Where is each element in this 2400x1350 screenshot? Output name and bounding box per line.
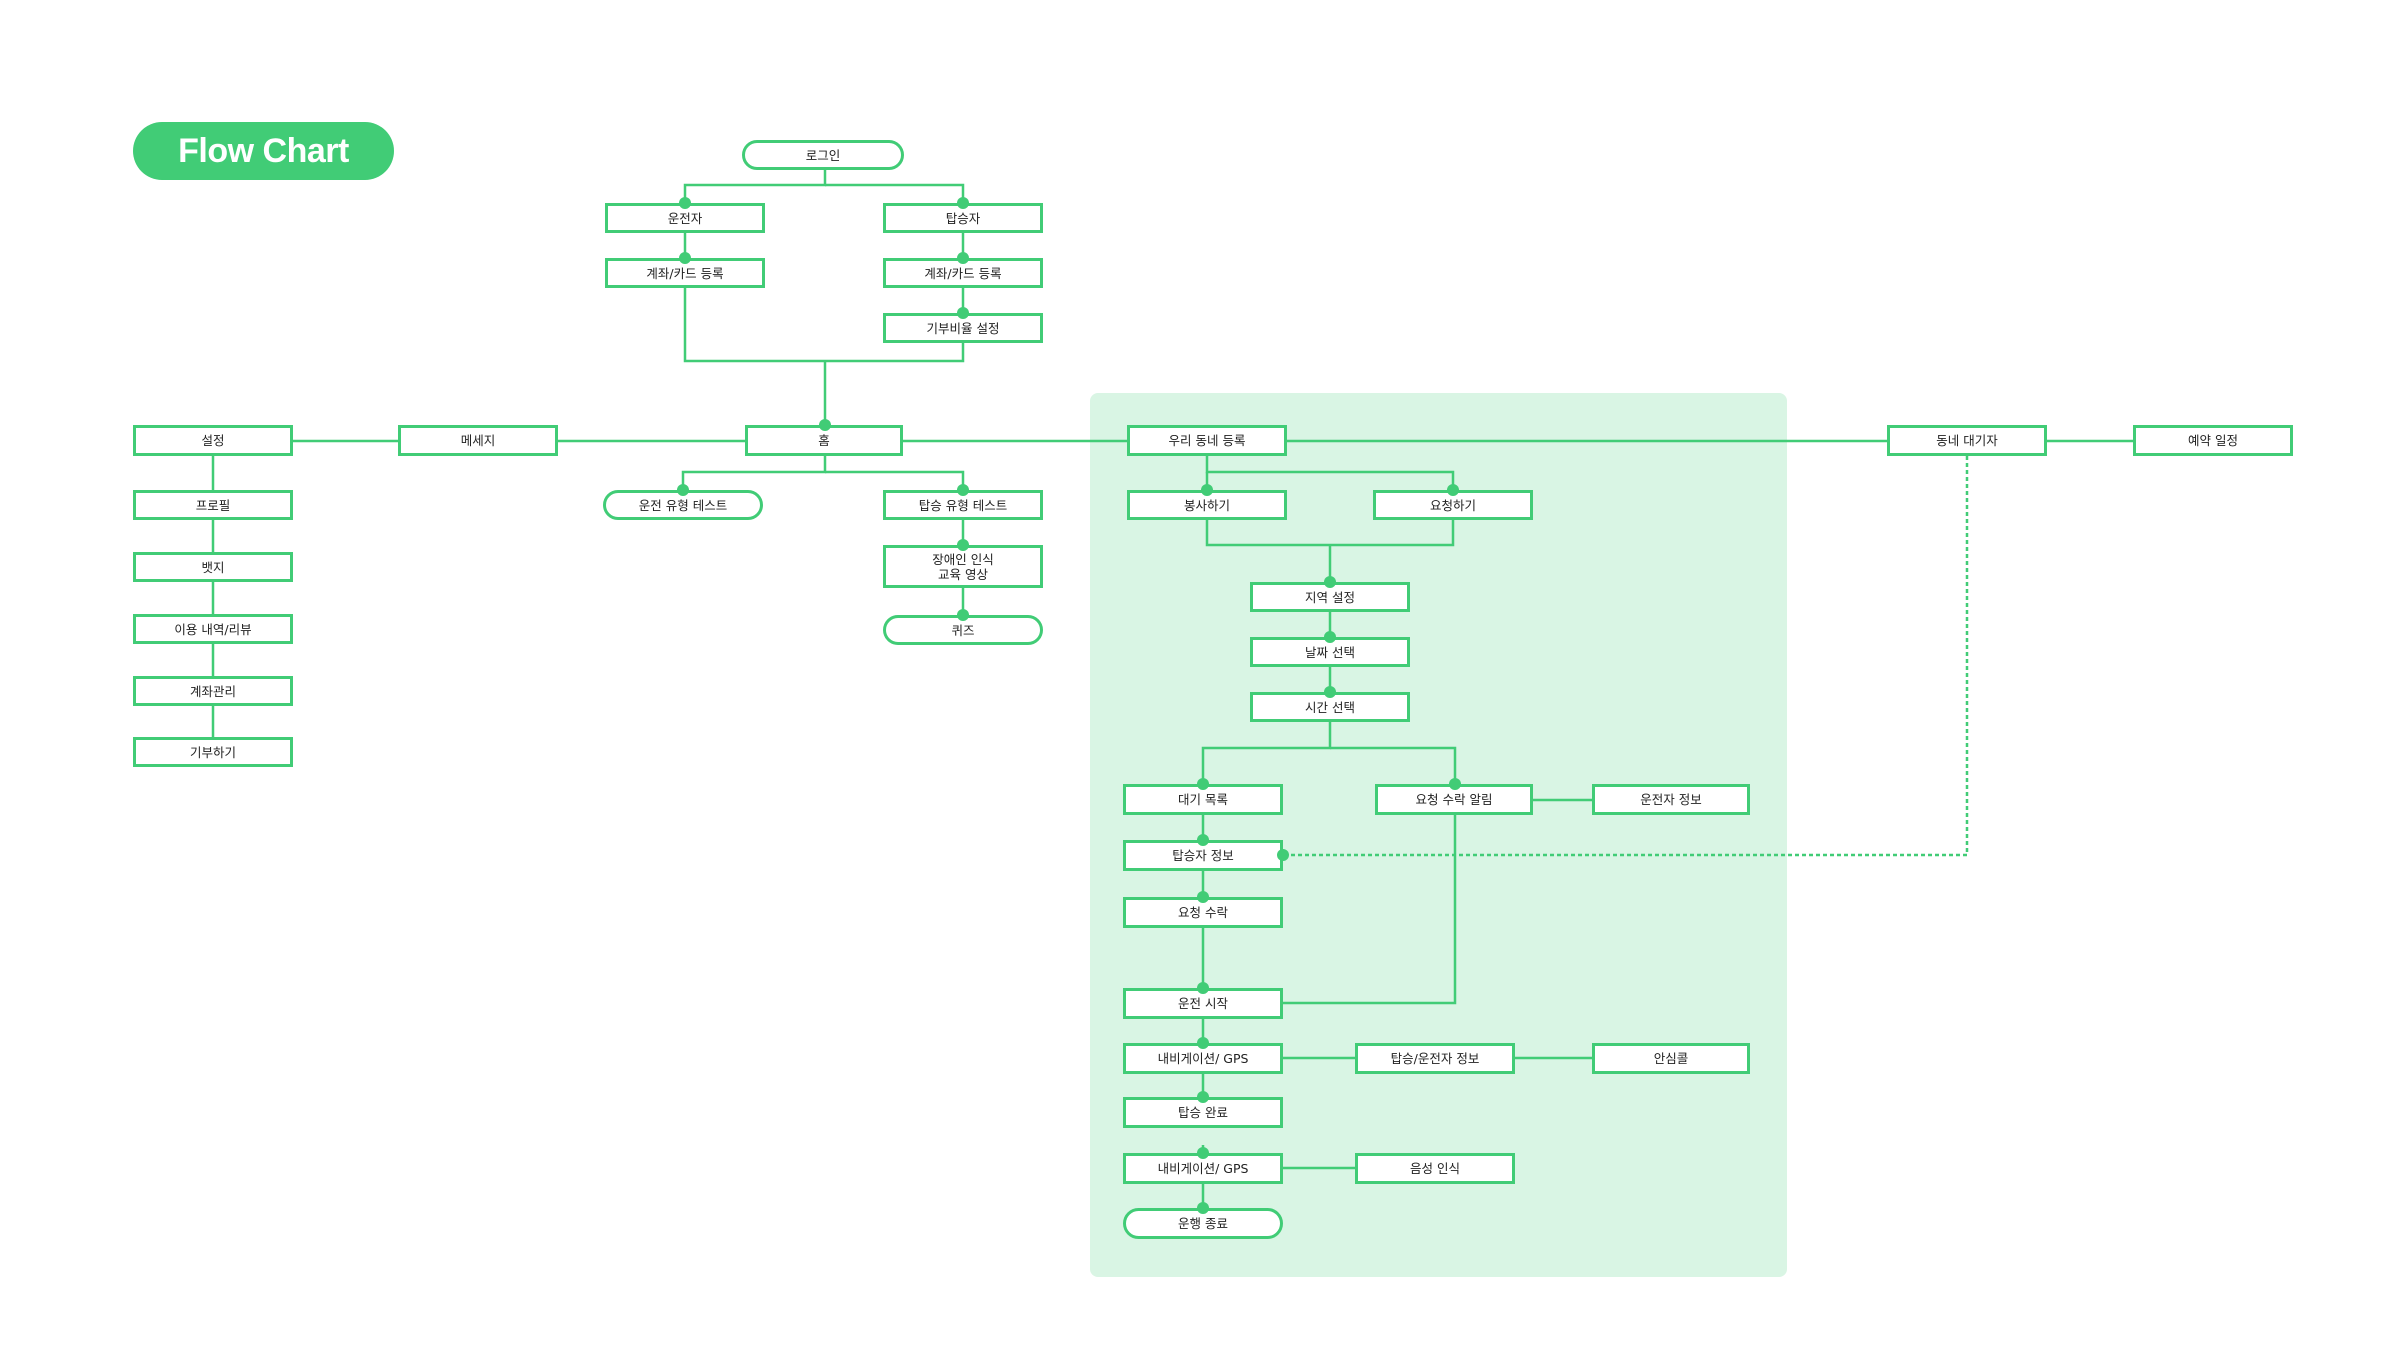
connector-dot <box>1197 891 1209 903</box>
connector-dot <box>1324 631 1336 643</box>
node-disability-video: 장애인 인식 교육 영상 <box>883 545 1043 588</box>
connector-dot <box>1447 484 1459 496</box>
connector <box>683 170 827 203</box>
connector-dot <box>957 609 969 621</box>
node-register-area: 우리 동네 등록 <box>1127 425 1287 456</box>
connector <box>1201 722 1332 784</box>
connector <box>1205 456 1455 490</box>
connector-dot <box>819 419 831 431</box>
connector-dot <box>1277 849 1289 861</box>
node-driver-info: 운전자 정보 <box>1592 784 1750 815</box>
connector-dot <box>677 484 689 496</box>
connector-dot <box>1197 1091 1209 1103</box>
connector-dot <box>1197 1147 1209 1159</box>
node-navigation2: 내비게이션/ GPS <box>1123 1153 1283 1184</box>
dashed-connector <box>1283 456 1969 857</box>
node-settings: 설정 <box>133 425 293 456</box>
connector-dot <box>1324 576 1336 588</box>
node-account: 계좌관리 <box>133 676 293 706</box>
node-voice-recognition: 음성 인식 <box>1355 1153 1515 1184</box>
connector-dot <box>1201 484 1213 496</box>
connector-dot <box>1197 778 1209 790</box>
connector <box>1205 520 1455 547</box>
node-neighborhood-waiting: 동네 대기자 <box>1887 425 2047 456</box>
node-reservation: 예약 일정 <box>2133 425 2293 456</box>
connector-dot <box>1449 778 1461 790</box>
node-safe-call: 안심콜 <box>1592 1043 1750 1074</box>
connector-dot <box>1197 1202 1209 1214</box>
connector-dot <box>957 484 969 496</box>
connector-dot <box>1197 982 1209 994</box>
connector <box>1283 815 1457 1005</box>
node-boarding-driver-info: 탑승/운전자 정보 <box>1355 1043 1515 1074</box>
node-badge: 뱃지 <box>133 552 293 582</box>
connector-dot <box>679 252 691 264</box>
connector-dot <box>957 539 969 551</box>
connector-dot <box>1197 834 1209 846</box>
connector <box>825 470 965 490</box>
page-title: Flow Chart <box>133 122 394 180</box>
connector-dot <box>957 197 969 209</box>
node-message: 메세지 <box>398 425 558 456</box>
connector-dot <box>1324 686 1336 698</box>
node-time-select: 시간 선택 <box>1250 692 1410 722</box>
connector-dot <box>1197 1037 1209 1049</box>
connector-dot <box>957 252 969 264</box>
node-profile: 프로필 <box>133 490 293 520</box>
node-login: 로그인 <box>742 140 904 170</box>
connector <box>681 456 827 490</box>
connector <box>1330 746 1457 784</box>
connector-dot <box>957 307 969 319</box>
node-donate: 기부하기 <box>133 737 293 767</box>
connector-dot <box>679 197 691 209</box>
node-history: 이용 내역/리뷰 <box>133 614 293 644</box>
connector <box>825 183 965 203</box>
